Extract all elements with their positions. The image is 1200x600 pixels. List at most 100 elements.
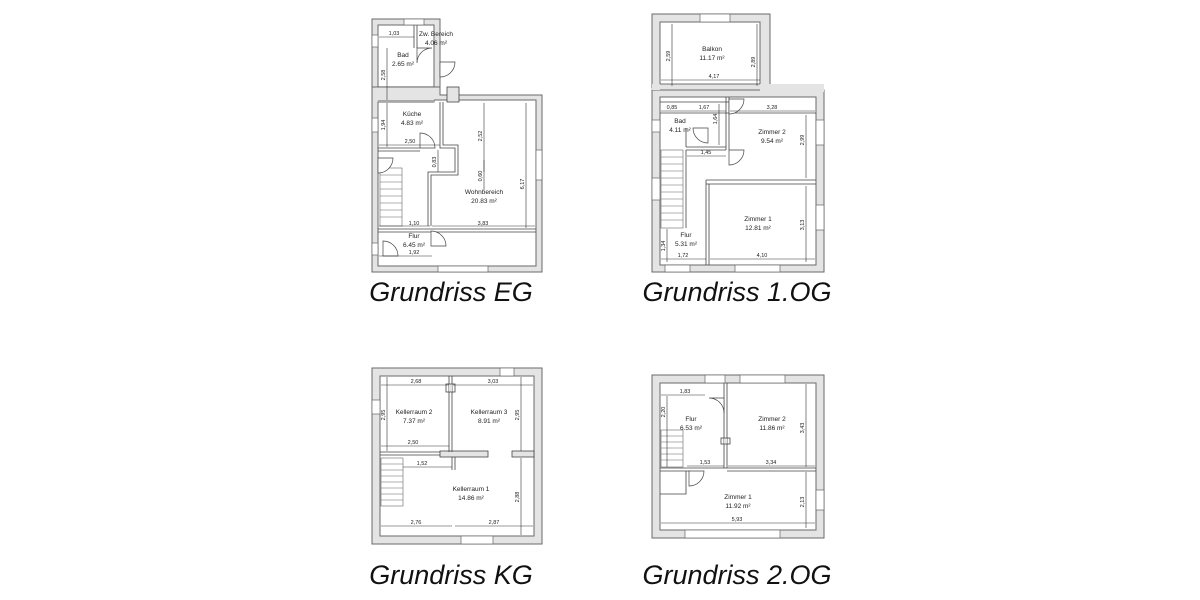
kg-plan-title: Grundriss KG [369,560,533,590]
eg-room-wohnbereich-name: Wohnbereich [465,189,504,196]
floor-plan-og2: Flur 6.53 m² Zimmer 2 11.86 m² Zimmer 1 … [642,374,832,590]
og1-room-zimmer2-name: Zimmer 2 [758,129,786,136]
eg-door-wohn [430,230,447,247]
og1-room-zimmer2-area: 9.54 m² [761,138,784,145]
floor-plan-eg: Zw. Bereich 4.06 m² Bad 2.65 m² Küche 4.… [369,18,543,307]
eg-door-entry [439,61,456,78]
og1-room-zimmer1-area: 12.81 m² [745,225,771,232]
og2-stairs [660,429,684,468]
eg-dim: 1,10 [409,221,420,227]
eg-dim: 1,92 [409,250,420,256]
eg-dim: 2,50 [405,139,416,145]
eg-door-front [382,240,399,257]
kg-dim: 2,95 [515,410,521,421]
og2-dim: 3,43 [800,423,806,434]
og2-room-zimmer1-name: Zimmer 1 [724,494,752,501]
og2-plan-title: Grundriss 2.OG [642,560,831,590]
og1-dim: 2,59 [666,51,672,62]
kg-dim: 2,68 [411,379,422,385]
og1-room-balkon-area: 11.17 m² [699,55,725,62]
eg-room-zw-bereich-area: 4.06 m² [425,40,448,47]
og1-room-balkon-name: Balkon [702,46,722,53]
og2-walls [651,374,825,539]
kg-room-kellerraum1-name: Kellerraum 1 [453,486,490,493]
eg-dim: 3,83 [478,221,489,227]
eg-room-bad-name: Bad [397,52,409,59]
og2-room-zimmer2-area: 11.86 m² [759,425,785,432]
eg-walls-main [371,86,543,273]
og1-door-bad [692,127,709,144]
kg-dim: 2,95 [381,410,387,421]
og1-dim: 1,45 [701,150,712,156]
og1-room-bad-area: 4.11 m² [669,127,691,134]
og1-room-flur-name: Flur [680,232,692,239]
eg-plan-title: Grundriss EG [369,277,533,307]
eg-room-zw-bereich-name: Zw. Bereich [419,31,453,38]
og2-dim: 5,93 [732,517,743,523]
og2-dim: 2,13 [800,497,806,508]
kg-dim: 2,87 [489,520,500,526]
og1-dim: 3,13 [800,220,806,231]
og2-room-flur-name: Flur [685,416,697,423]
og1-dim: 1,67 [699,105,710,111]
kg-room-kellerraum1-area: 14.86 m² [458,495,484,502]
og1-room-flur-area: 5.31 m² [675,241,698,248]
eg-stairs [379,167,403,227]
eg-dim: 6,17 [520,179,526,190]
eg-room-wohnbereich-area: 20.83 m² [471,198,497,205]
eg-dim: 1,94 [381,120,387,131]
eg-dimensions [379,36,535,257]
og1-room-zimmer1-name: Zimmer 1 [744,216,772,223]
og1-dim: 2,99 [800,135,806,146]
og1-dimensions [661,24,815,262]
og2-room-zimmer2-name: Zimmer 2 [758,416,786,423]
eg-dim: 0,83 [432,157,438,168]
og1-dim: 1,64 [713,114,719,125]
og2-door-zimmer2 [708,397,725,414]
eg-dim: 1,03 [389,31,400,37]
og1-dim: 0,85 [667,105,678,111]
eg-door-kueche [419,132,436,149]
kg-walls [371,367,543,545]
eg-door-flur [377,157,394,174]
og1-dim: 1,34 [661,241,667,252]
og1-plan-title: Grundriss 1.OG [642,277,831,307]
kg-dimensions [381,377,533,535]
kg-room-kellerraum3-area: 8.91 m² [478,418,501,425]
kg-dim: 2,88 [515,492,521,503]
floor-plan-og1: Balkon 11.17 m² Bad 4.11 m² Zimmer 2 9.5… [642,13,832,307]
eg-room-kueche-name: Küche [403,111,422,118]
og2-dim: 2,20 [661,407,667,418]
og2-dim: 3,34 [766,460,777,466]
og1-dim: 4,10 [757,253,768,259]
eg-room-flur-area: 6.45 m² [403,242,426,249]
eg-room-bad-area: 2.65 m² [392,61,415,68]
kg-room-kellerraum2-name: Kellerraum 2 [396,409,433,416]
kg-dim: 3,03 [488,379,499,385]
og1-door-balcony [728,98,745,115]
og1-stairs [660,149,684,229]
eg-dim: 2,58 [381,70,387,81]
kg-dim: 1,52 [417,461,428,467]
eg-dim: 0,60 [478,171,484,182]
og1-dim: 3,28 [767,105,778,111]
og2-dim: 1,83 [680,389,691,395]
eg-room-kueche-area: 4.83 m² [401,120,424,127]
og1-dim: 4,17 [709,74,720,80]
og1-room-bad-name: Bad [674,118,686,125]
og2-dim: 1,53 [700,460,711,466]
og1-dim: 1,72 [678,253,689,259]
kg-dim: 2,76 [411,520,422,526]
floor-plan-kg: Kellerraum 2 7.37 m² Kellerraum 3 8.91 m… [369,367,543,590]
kg-room-kellerraum2-area: 7.37 m² [403,418,426,425]
kg-dim: 2,50 [408,440,419,446]
og2-door-zimmer1 [688,470,705,487]
og2-dimensions [661,384,815,528]
og1-door-zimmer2 [728,149,745,166]
eg-door-bad [416,47,433,64]
og2-room-flur-area: 6.53 m² [680,425,703,432]
kg-stairs [380,457,404,507]
kg-room-kellerraum3-name: Kellerraum 3 [471,409,508,416]
og2-room-zimmer1-area: 11.92 m² [725,503,751,510]
